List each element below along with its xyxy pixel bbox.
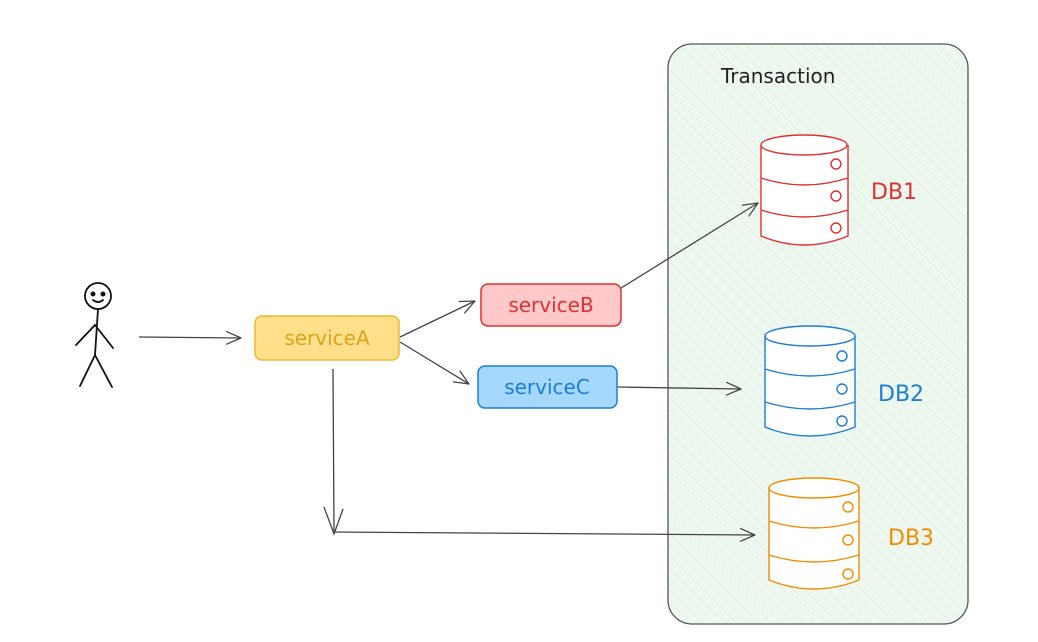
- db1-label: DB1: [871, 180, 917, 205]
- db2-database-icon: [764, 325, 856, 437]
- edge-servicea-to-db3: [332, 527, 756, 542]
- db3-node[interactable]: DB3: [768, 477, 934, 590]
- servicea-node[interactable]: serviceA: [254, 315, 400, 361]
- db1-database-icon: [760, 134, 849, 246]
- actor-stick-figure-icon: [75, 282, 114, 388]
- edge-actor-to-servicea: [138, 330, 242, 345]
- servicec-node[interactable]: serviceC: [477, 365, 618, 409]
- edge-servicec-to-db2: [616, 381, 742, 396]
- servicea-label: serviceA: [284, 326, 370, 350]
- edges: [138, 202, 759, 542]
- db2-label: DB2: [878, 382, 924, 407]
- db3-label: DB3: [888, 526, 934, 551]
- edge-servicea-down: [332, 368, 335, 532]
- edge-servicea-to-serviceb: [399, 300, 476, 338]
- db2-node[interactable]: DB2: [764, 325, 924, 437]
- serviceb-box[interactable]: [480, 283, 622, 327]
- serviceb-label: serviceB: [508, 293, 593, 317]
- serviceb-node[interactable]: serviceB: [480, 283, 622, 327]
- transaction-group-label: Transaction: [720, 64, 835, 88]
- db3-database-icon: [768, 477, 860, 590]
- servicec-label: serviceC: [504, 375, 590, 399]
- edge-servicea-down-arrowhead: [323, 506, 344, 536]
- servicec-box[interactable]: [477, 365, 618, 409]
- servicea-box[interactable]: [254, 315, 400, 361]
- edge-serviceb-to-db1: [604, 202, 759, 299]
- db1-node[interactable]: DB1: [760, 134, 917, 246]
- edge-servicea-to-servicec: [399, 341, 470, 385]
